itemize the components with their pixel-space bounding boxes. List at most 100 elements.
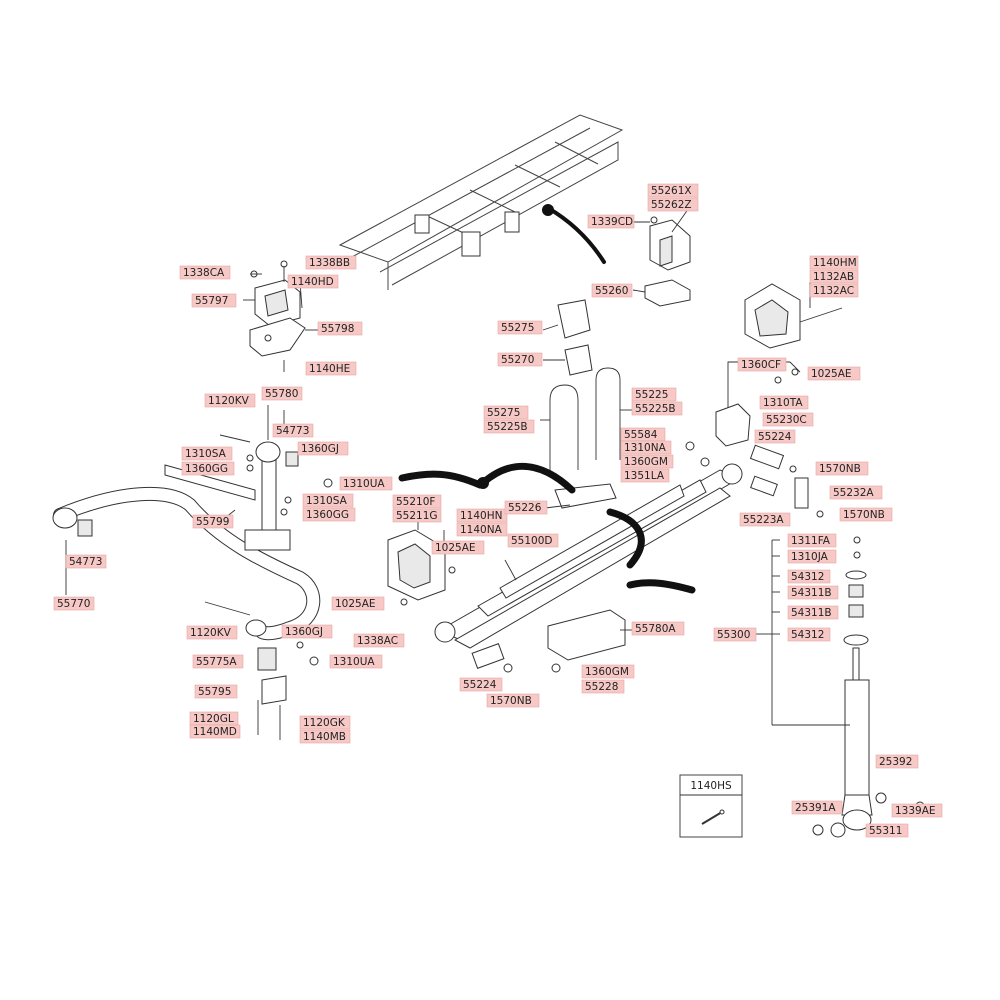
label-54773-left[interactable]: 54773 <box>65 554 107 569</box>
label-55780[interactable]: 55780 <box>261 386 303 401</box>
svg-text:1310JA: 1310JA <box>791 551 829 563</box>
spring-seat-pads <box>542 299 593 376</box>
svg-text:55225B: 55225B <box>635 403 676 415</box>
label-1570nb-right2[interactable]: 1570NB <box>839 507 893 522</box>
label-1120gl[interactable]: 1120GL <box>189 711 239 726</box>
label-1140hd[interactable]: 1140HD <box>287 274 339 289</box>
label-1132ac[interactable]: 1132AC <box>809 283 859 298</box>
label-1360gj-top[interactable]: 1360GJ <box>297 441 349 456</box>
label-55225[interactable]: 55225 <box>631 387 677 402</box>
label-55270[interactable]: 55270 <box>497 352 543 367</box>
label-25392[interactable]: 25392 <box>875 754 919 769</box>
label-55211g[interactable]: 55211G <box>392 508 442 523</box>
svg-text:54311B: 54311B <box>791 587 832 599</box>
label-1310ta[interactable]: 1310TA <box>759 395 809 410</box>
label-1310ua-bottom[interactable]: 1310UA <box>329 654 383 669</box>
label-1140he[interactable]: 1140HE <box>305 361 357 376</box>
label-55584[interactable]: 55584 <box>620 427 666 442</box>
svg-text:1025AE: 1025AE <box>435 542 476 554</box>
label-55300[interactable]: 55300 <box>713 627 757 642</box>
label-1338bb[interactable]: 1338BB <box>305 255 357 270</box>
label-55780a[interactable]: 55780A <box>631 621 685 636</box>
label-54311b-top[interactable]: 54311B <box>787 585 839 600</box>
svg-text:55224: 55224 <box>758 431 792 443</box>
label-55228[interactable]: 55228 <box>581 679 625 694</box>
label-1025ae-right[interactable]: 1025AE <box>807 366 861 381</box>
shock-absorber <box>756 536 925 838</box>
label-1360gm-top[interactable]: 1360GM <box>620 454 674 469</box>
label-54773-top[interactable]: 54773 <box>272 423 314 438</box>
label-55261x[interactable]: 55261X <box>647 183 699 198</box>
label-55311[interactable]: 55311 <box>865 823 909 838</box>
svg-text:55780: 55780 <box>265 388 298 400</box>
label-55225b-right[interactable]: 55225B <box>631 401 683 416</box>
label-55100d[interactable]: 55100D <box>507 533 559 548</box>
label-55230c[interactable]: 55230C <box>762 412 814 427</box>
svg-text:1339AE: 1339AE <box>895 805 936 817</box>
label-55275[interactable]: 55275 <box>497 320 543 335</box>
label-1310na[interactable]: 1310NA <box>620 440 672 455</box>
svg-text:55275: 55275 <box>487 407 520 419</box>
label-1360gg-top[interactable]: 1360GG <box>181 461 235 476</box>
label-1120kv-bottom[interactable]: 1120KV <box>186 625 238 640</box>
label-55262z[interactable]: 55262Z <box>647 197 699 212</box>
label-25391a[interactable]: 25391A <box>791 800 843 815</box>
label-1339ae[interactable]: 1339AE <box>891 803 943 818</box>
svg-text:1140HN: 1140HN <box>460 510 502 522</box>
label-1140hn[interactable]: 1140HN <box>456 508 508 523</box>
rear-shackle-bracket <box>727 282 843 408</box>
label-1339cd[interactable]: 1339CD <box>587 214 635 229</box>
label-1120gk[interactable]: 1120GK <box>299 715 351 730</box>
label-1310ja[interactable]: 1310JA <box>787 549 837 564</box>
svg-text:1351LA: 1351LA <box>624 470 665 482</box>
label-55232a[interactable]: 55232A <box>829 485 883 500</box>
label-1120kv-top[interactable]: 1120KV <box>204 393 256 408</box>
label-1310sa-bottom[interactable]: 1310SA <box>302 493 354 508</box>
brake-cable <box>398 462 696 594</box>
label-1360gg-bottom[interactable]: 1360GG <box>302 507 356 522</box>
label-55260[interactable]: 55260 <box>591 283 633 298</box>
label-1311fa[interactable]: 1311FA <box>787 533 837 548</box>
label-55798[interactable]: 55798 <box>317 321 363 336</box>
svg-text:1132AC: 1132AC <box>813 285 854 297</box>
label-1570nb-bottom[interactable]: 1570NB <box>486 693 540 708</box>
label-55770[interactable]: 55770 <box>53 596 95 611</box>
label-1310sa-top[interactable]: 1310SA <box>181 446 233 461</box>
label-1025ae-middle[interactable]: 1025AE <box>431 540 485 555</box>
svg-text:1120GL: 1120GL <box>193 713 234 725</box>
label-55275-bottom[interactable]: 55275 <box>483 405 529 420</box>
label-1140hm[interactable]: 1140HM <box>809 255 859 270</box>
label-1132ab[interactable]: 1132AB <box>809 269 859 284</box>
label-1310ua-top[interactable]: 1310UA <box>339 476 393 491</box>
svg-text:55584: 55584 <box>624 429 658 441</box>
label-1360cf[interactable]: 1360CF <box>737 357 787 372</box>
svg-text:1338AC: 1338AC <box>357 635 398 647</box>
svg-text:1360GG: 1360GG <box>185 463 228 475</box>
label-55799[interactable]: 55799 <box>192 514 234 529</box>
label-1140na[interactable]: 1140NA <box>456 522 508 537</box>
label-55224-right[interactable]: 55224 <box>754 429 796 444</box>
label-1360gm-bottom[interactable]: 1360GM <box>581 664 635 679</box>
label-55225b-left[interactable]: 55225B <box>483 419 535 434</box>
label-55224-bottom[interactable]: 55224 <box>459 677 503 692</box>
label-1570nb-right1[interactable]: 1570NB <box>815 461 869 476</box>
label-55223a[interactable]: 55223A <box>739 512 791 527</box>
label-55210f[interactable]: 55210F <box>392 494 442 509</box>
label-1140mb[interactable]: 1140MB <box>299 729 351 744</box>
label-55775a[interactable]: 55775A <box>192 654 244 669</box>
label-1025ae-left[interactable]: 1025AE <box>331 596 385 611</box>
svg-text:55275: 55275 <box>501 322 534 334</box>
label-1360gj-bottom[interactable]: 1360GJ <box>281 624 333 639</box>
label-1338ca[interactable]: 1338CA <box>179 265 231 280</box>
label-55226[interactable]: 55226 <box>504 500 548 515</box>
label-1338ac[interactable]: 1338AC <box>353 633 405 648</box>
label-1351la[interactable]: 1351LA <box>620 468 670 483</box>
label-55797[interactable]: 55797 <box>191 293 237 308</box>
label-54312-bottom[interactable]: 54312 <box>787 627 831 642</box>
label-54311b-bottom[interactable]: 54311B <box>787 605 839 620</box>
label-55795[interactable]: 55795 <box>194 684 238 699</box>
svg-text:1140MD: 1140MD <box>193 726 237 738</box>
label-1140md[interactable]: 1140MD <box>189 724 241 739</box>
svg-text:55224: 55224 <box>463 679 497 691</box>
label-54312-top[interactable]: 54312 <box>787 569 831 584</box>
